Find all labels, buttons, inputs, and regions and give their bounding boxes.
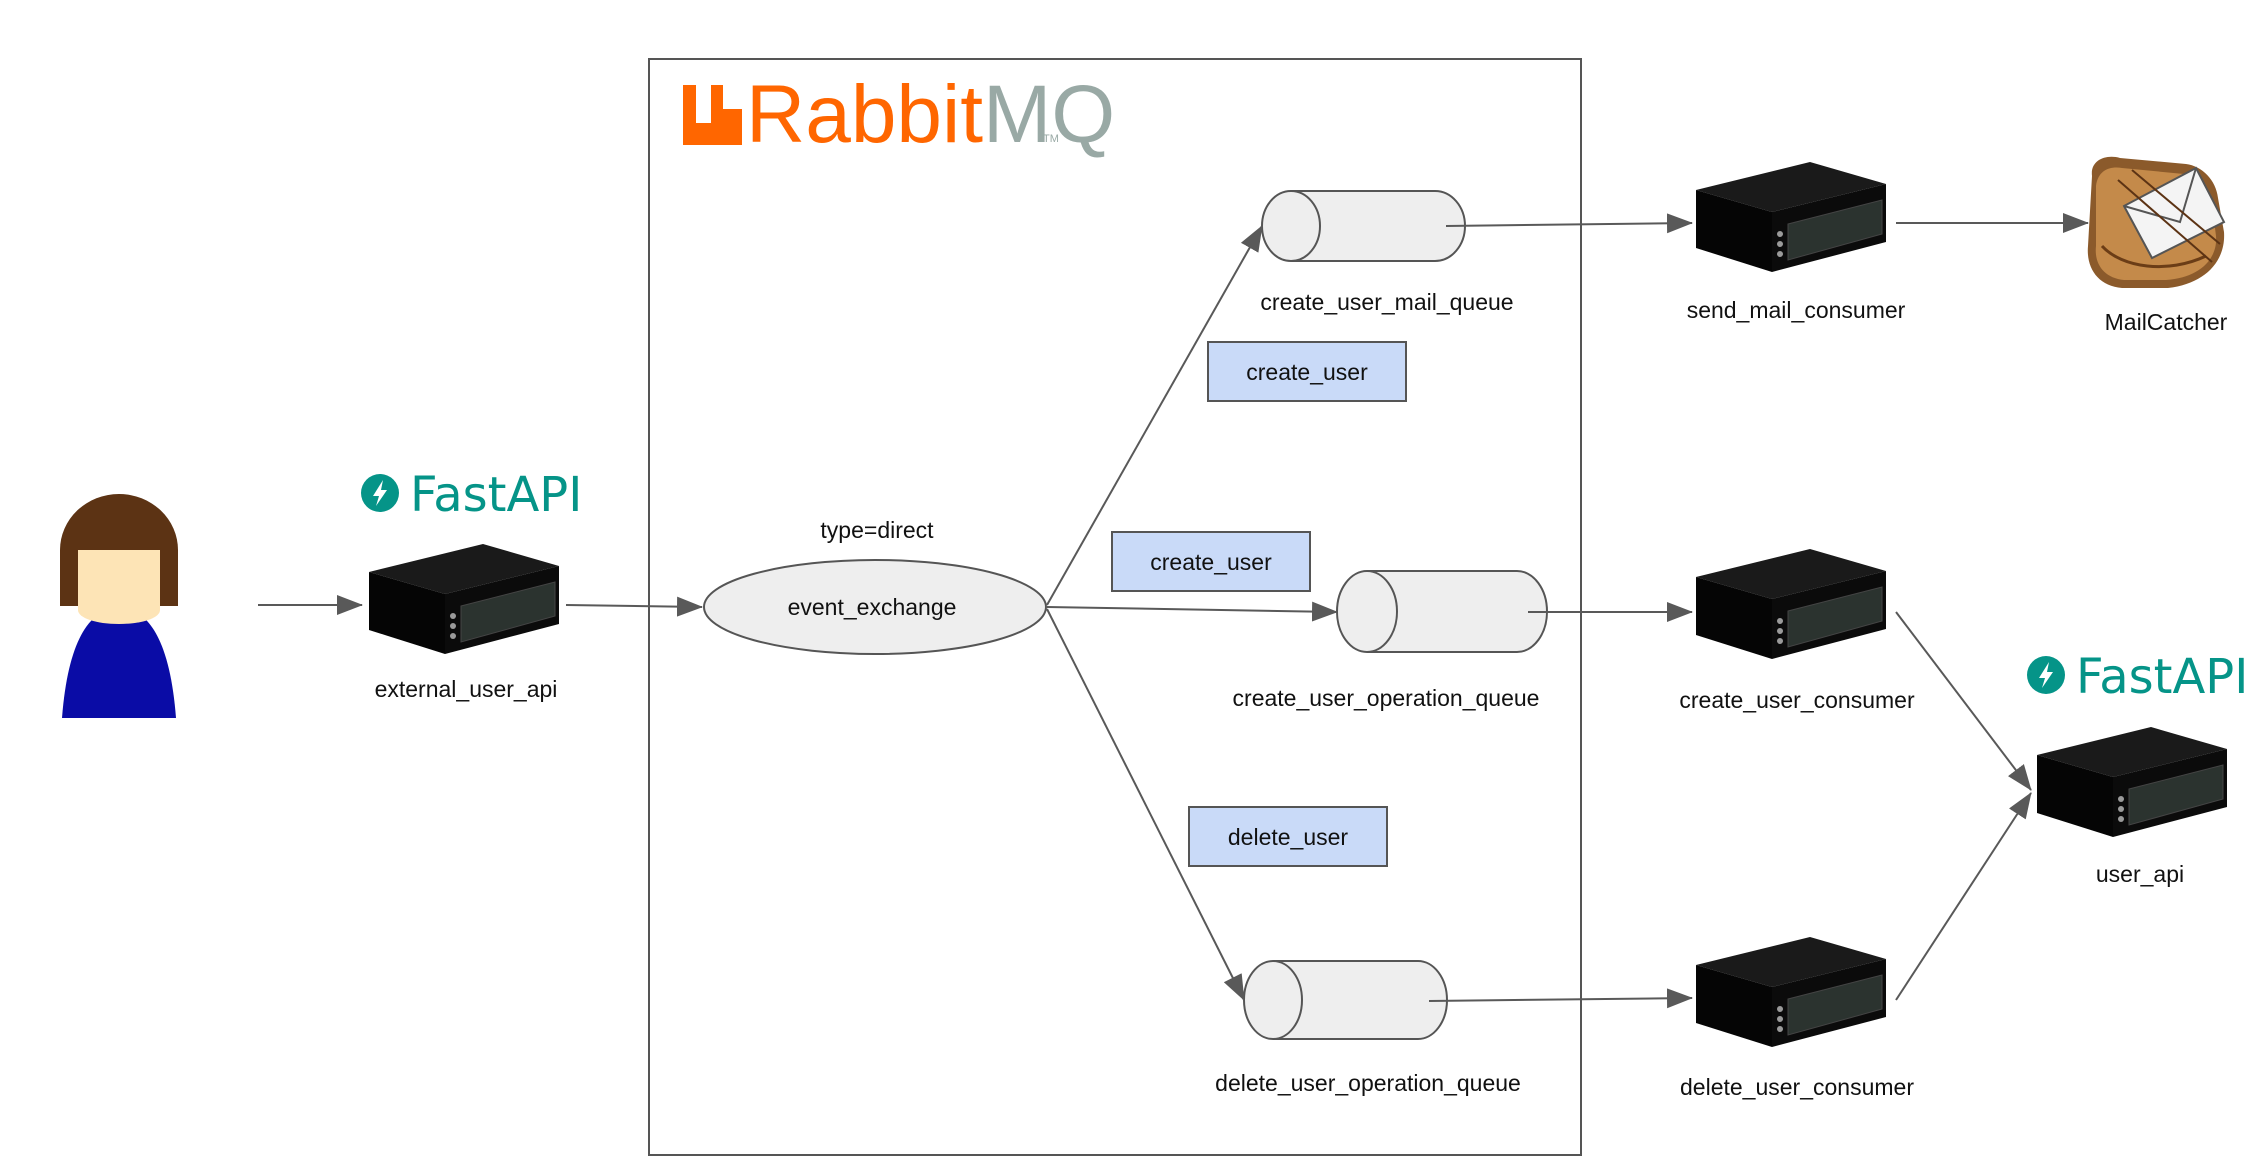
- fastapi-logo-left: FastAPI: [361, 467, 582, 523]
- fastapi-logo-left-text: FastAPI: [410, 467, 582, 523]
- mailcatcher-icon: [2087, 156, 2226, 288]
- create-user-consumer-server-icon: [1695, 548, 1887, 660]
- exchange-name-label: event_exchange: [788, 594, 957, 620]
- routing-key-tag-mail: [1207, 341, 1407, 402]
- send-mail-consumer-server-icon: [1695, 161, 1887, 273]
- arrow-exchange-to-mail-queue: [1046, 225, 1263, 606]
- send-mail-consumer-label: send_mail_consumer: [1687, 297, 1906, 323]
- mail-queue-label: create_user_mail_queue: [1260, 289, 1513, 315]
- arrow-exchange-to-create-op-queue: [1046, 601, 1338, 622]
- svg-text:RabbitMQ: RabbitMQ: [746, 69, 1115, 160]
- user-icon: [60, 494, 178, 718]
- rabbitmq-logo: RabbitMQ TM: [683, 69, 1115, 160]
- delete-op-queue-label: delete_user_operation_queue: [1215, 1070, 1521, 1096]
- fastapi-logo-right: FastAPI: [2027, 649, 2248, 705]
- event-exchange-node: [703, 559, 1047, 655]
- routing-key-tag-mail-label: create_user: [1246, 359, 1368, 385]
- create-op-queue-label: create_user_operation_queue: [1233, 685, 1540, 711]
- external-user-api-server-icon: [368, 543, 560, 655]
- exchange-type-label: type=direct: [820, 517, 934, 543]
- routing-key-tag-delete-op-label: delete_user: [1228, 824, 1349, 850]
- connectors: [258, 213, 2089, 1009]
- arrow-delete-consumer-to-user-api: [1895, 792, 2032, 1001]
- routing-key-tag-delete-op: [1188, 806, 1388, 867]
- mailcatcher-label: MailCatcher: [2105, 309, 2228, 335]
- arrow-exchange-to-delete-op-queue: [1046, 608, 1245, 1001]
- arrow-create-consumer-to-user-api: [1895, 611, 2032, 791]
- fastapi-logo-right-text: FastAPI: [2076, 649, 2248, 705]
- rabbitmq-logo-text-2: MQ: [983, 69, 1115, 160]
- create-user-operation-queue-cylinder: [1336, 570, 1548, 653]
- arrow-mail-queue-to-send-mail-consumer: [1445, 213, 1693, 234]
- user-api-label: user_api: [2096, 861, 2184, 887]
- user-api-server-icon: [2036, 726, 2228, 838]
- rabbitmq-logo-tm: TM: [1043, 133, 1059, 145]
- arrow-delete-op-queue-to-delete-consumer: [1428, 988, 1693, 1009]
- routing-key-tag-create-op-label: create_user: [1150, 549, 1272, 575]
- delete-user-consumer-server-icon: [1695, 936, 1887, 1048]
- create-user-consumer-label: create_user_consumer: [1679, 687, 1915, 713]
- delete-user-consumer-label: delete_user_consumer: [1680, 1074, 1914, 1100]
- delete-user-operation-queue-cylinder: [1243, 960, 1448, 1040]
- create-user-mail-queue-cylinder: [1261, 190, 1466, 262]
- external-user-api-label: external_user_api: [375, 676, 558, 702]
- arrow-external-api-to-exchange: [565, 596, 703, 617]
- rabbitmq-logo-text-1: Rabbit: [746, 69, 983, 160]
- routing-key-tag-create-op: [1111, 531, 1311, 592]
